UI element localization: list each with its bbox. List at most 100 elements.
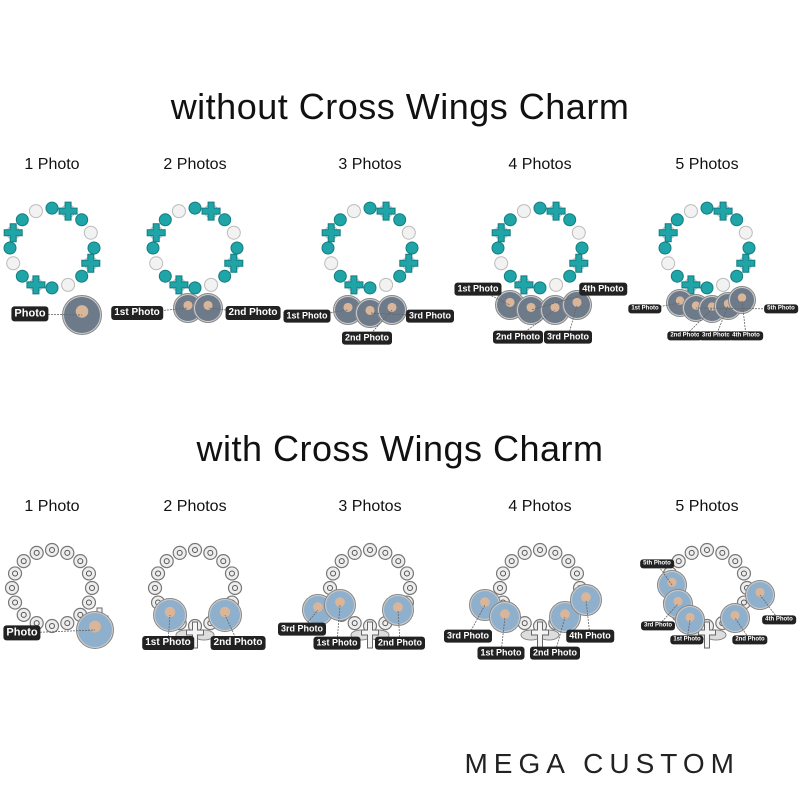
turquoise-bead	[533, 281, 547, 295]
bead-flower-pattern	[49, 623, 55, 629]
pearl-bead	[401, 225, 416, 240]
photo-face	[343, 302, 353, 312]
photo-position-label: 4th Photo	[729, 331, 763, 341]
bead-flower-pattern	[740, 570, 747, 577]
bead-flower-pattern	[192, 547, 198, 553]
bead-flower-pattern	[12, 570, 19, 577]
pearl-bead	[549, 277, 564, 292]
photo-position-label: 1st Photo	[454, 282, 502, 296]
photo-position-label: 3rd Photo	[278, 622, 326, 636]
silver-bead	[728, 554, 743, 569]
photo-face	[500, 609, 510, 620]
bead-flower-pattern	[351, 549, 358, 556]
turquoise-bead	[333, 213, 347, 227]
photo-position-label: 1st Photo	[142, 636, 194, 650]
silver-bead	[736, 566, 752, 581]
bead-flower-pattern	[537, 547, 543, 553]
turquoise-bead	[363, 201, 377, 215]
turquoise-bead	[158, 269, 172, 283]
silver-bead	[561, 554, 576, 569]
silver-bead	[495, 566, 511, 581]
bead-flower-pattern	[719, 549, 726, 556]
photo-face	[335, 597, 345, 608]
silver-bead	[172, 545, 187, 560]
bead-flower-pattern	[407, 585, 413, 591]
photo-position-label: 3rd Photo	[444, 629, 492, 643]
photo-position-label: 2nd Photo	[493, 330, 543, 344]
silver-bead	[671, 554, 686, 569]
silver-bead	[159, 554, 174, 569]
pearl-bead	[379, 277, 394, 292]
turquoise-bead	[45, 281, 59, 295]
cross-bead-icon	[3, 223, 23, 243]
photo-position-label: 2nd Photo	[342, 331, 392, 345]
pearl-bead	[661, 256, 676, 271]
turquoise-bead	[491, 241, 505, 255]
pearl-bead	[716, 277, 731, 292]
silver-bead	[362, 542, 378, 558]
turquoise-bead	[405, 241, 419, 255]
silver-bead	[399, 566, 415, 581]
silver-bead	[532, 542, 548, 558]
silver-bead	[347, 545, 362, 560]
photo-face	[75, 305, 89, 318]
brand-logo: MEGA CUSTOM	[464, 748, 740, 779]
silver-bead	[81, 566, 97, 581]
turquoise-bead	[700, 281, 714, 295]
cross-bead-icon	[146, 223, 166, 243]
cross-bead-icon	[26, 275, 46, 295]
label-leader-line	[741, 299, 747, 337]
silver-bead	[699, 542, 715, 558]
photo-face	[183, 300, 193, 310]
photo-position-label: 3rd Photo	[641, 621, 675, 631]
turquoise-bead	[670, 213, 684, 227]
column-title: 2 Photos	[163, 156, 227, 173]
silver-bead	[7, 595, 23, 610]
cross-bead-icon	[376, 201, 396, 221]
turquoise-bead	[700, 201, 714, 215]
silver-bead	[44, 542, 60, 558]
pearl-bead	[324, 256, 339, 271]
bead-flower-pattern	[382, 549, 389, 556]
bead-flower-pattern	[403, 570, 410, 577]
photo-position-label: 1st Photo	[628, 304, 662, 314]
turquoise-bead	[87, 241, 101, 255]
photo-face	[755, 587, 765, 597]
photo-position-label: 2nd Photo	[667, 331, 703, 341]
bead-flower-pattern	[552, 549, 559, 556]
photo-face	[526, 302, 536, 312]
bead-flower-pattern	[64, 620, 71, 627]
pearl-bead	[683, 204, 698, 219]
bead-flower-pattern	[49, 547, 55, 553]
silver-bead	[334, 554, 349, 569]
photo-face	[164, 606, 176, 618]
photo-position-label: Photo	[11, 306, 49, 322]
pearl-bead	[171, 204, 186, 219]
photo-face	[581, 592, 591, 603]
cross-charm-icon	[361, 621, 379, 649]
photo-face	[560, 609, 570, 620]
bead-flower-pattern	[176, 549, 183, 556]
turquoise-bead	[503, 269, 517, 283]
photo-face	[480, 597, 490, 608]
bead-flower-pattern	[20, 558, 27, 565]
column-title: 4 Photos	[508, 156, 572, 173]
turquoise-bead	[45, 201, 59, 215]
bead-flower-pattern	[573, 570, 580, 577]
bead-flower-pattern	[89, 585, 95, 591]
photo-position-label: 1st Photo	[111, 306, 163, 320]
column-title: 3 Photos	[338, 498, 402, 515]
silver-bead	[684, 545, 699, 560]
photo-face	[313, 602, 323, 613]
silver-bead	[216, 554, 231, 569]
photo-position-label: 3rd Photo	[544, 330, 592, 344]
bead-flower-pattern	[382, 620, 389, 627]
silver-bead	[378, 545, 393, 560]
label-leader-line	[695, 307, 782, 310]
photo-position-label: 1st Photo	[283, 309, 331, 323]
turquoise-bead	[333, 269, 347, 283]
photo-position-label: 2nd Photo	[210, 636, 266, 650]
bead-flower-pattern	[521, 549, 528, 556]
